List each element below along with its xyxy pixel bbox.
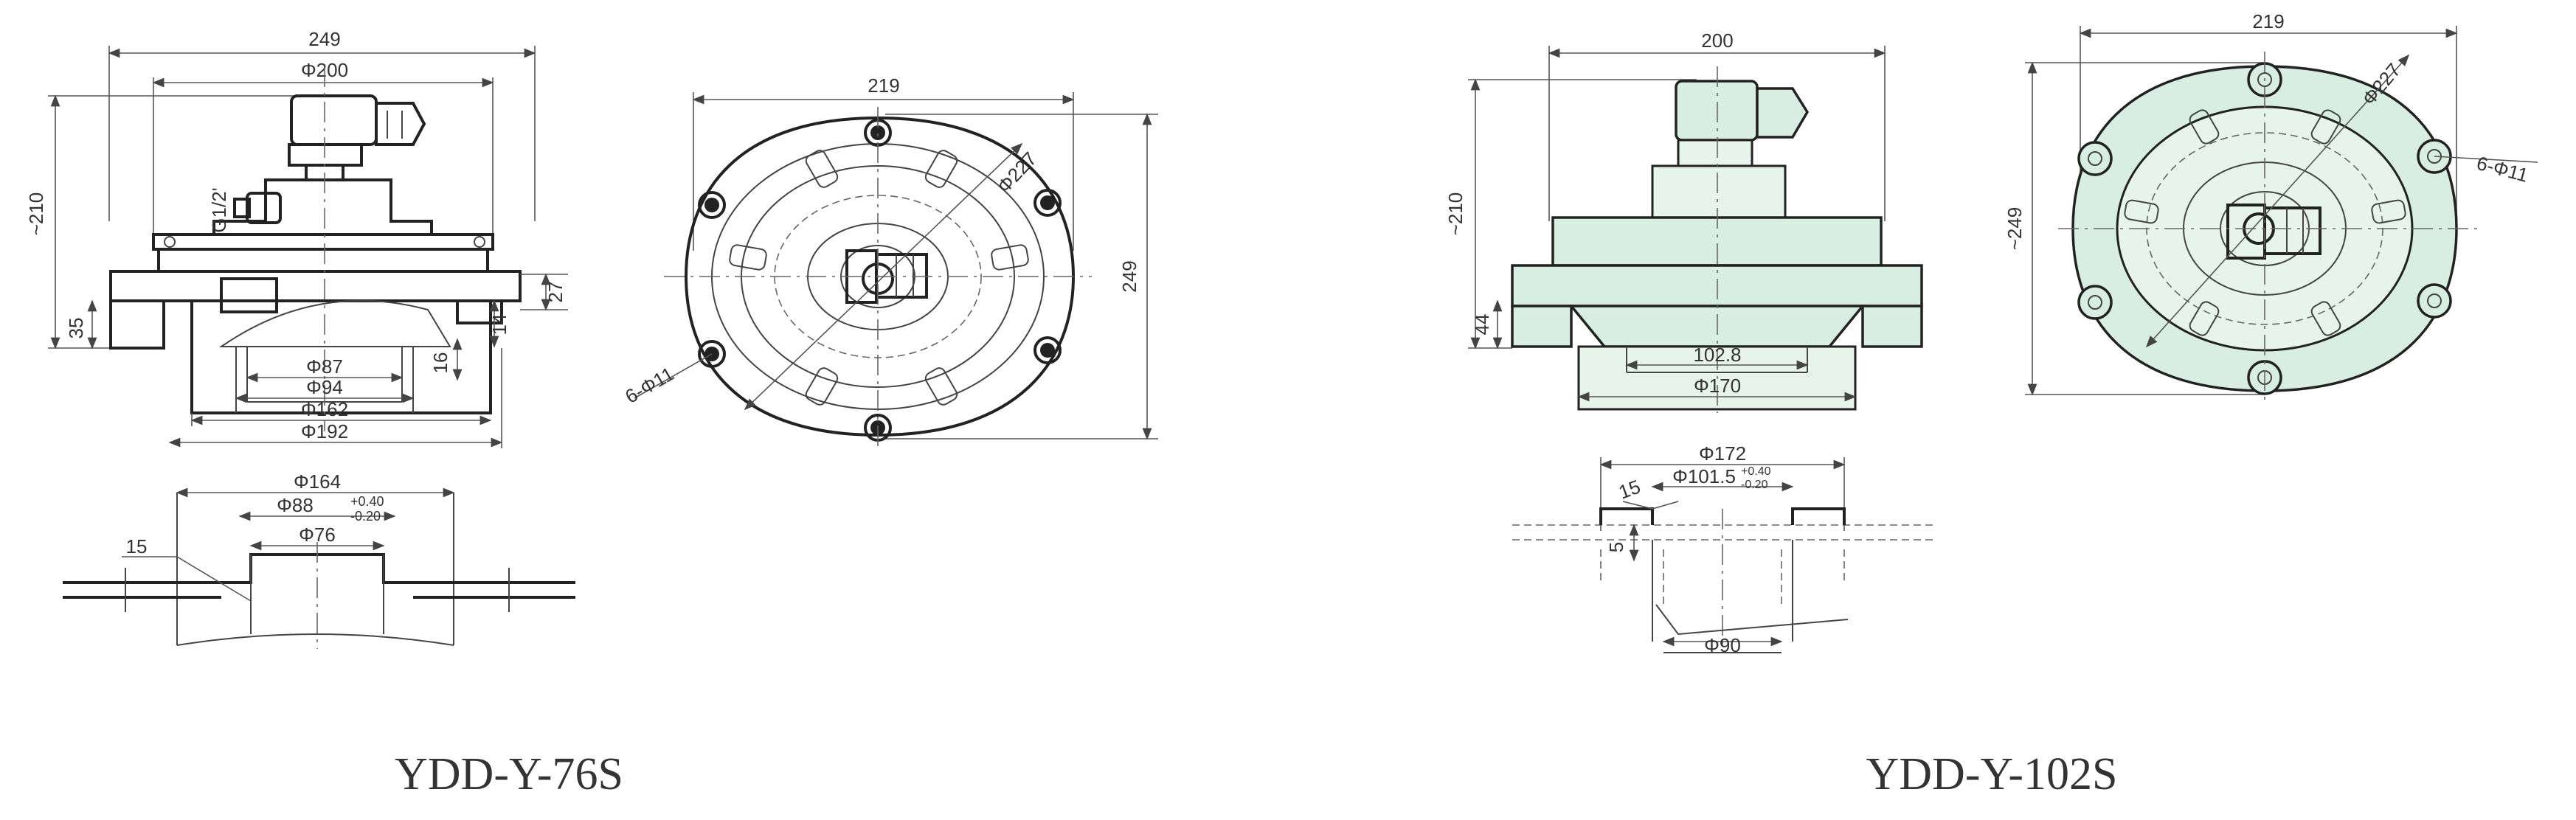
- dim-210: ~210: [25, 192, 47, 236]
- dim-102-8: 102.8: [1693, 344, 1741, 366]
- dim-d164: Φ164: [294, 470, 341, 493]
- tol-lower: -0.20: [350, 509, 381, 524]
- dim-d101: Φ101.5: [1672, 465, 1736, 487]
- dim-27: 27: [544, 282, 567, 303]
- dim-219-right: 219: [2252, 10, 2284, 32]
- dim-weld-15: 15: [126, 535, 148, 557]
- dim-219: 219: [868, 74, 899, 97]
- right-cutout: Φ172 Φ101.5 +0.40 -0.20 Φ90 15 5: [1512, 442, 1933, 656]
- tol-upper: +0.40: [350, 494, 384, 509]
- dim-d87: Φ87: [306, 355, 343, 378]
- dim-d170: Φ170: [1694, 375, 1741, 397]
- dim-d172: Φ172: [1699, 442, 1746, 465]
- dim-d192: Φ192: [301, 420, 348, 442]
- dim-d94: Φ94: [306, 376, 343, 398]
- dim-44: 44: [1471, 314, 1493, 336]
- right-top-view: 219 ~249: [2004, 10, 2538, 406]
- dim-14: 14: [488, 314, 510, 336]
- dim-d88: Φ88: [277, 494, 314, 516]
- dim-249-top: 249: [1118, 260, 1140, 292]
- tol-upper-right: +0.40: [1741, 465, 1771, 478]
- dim-249: 249: [308, 28, 340, 50]
- dim-weld-15-right: 15: [1616, 476, 1643, 504]
- left-top-view: 219 249: [621, 74, 1158, 446]
- dim-200: 200: [1701, 29, 1733, 52]
- dim-holes: 6-Φ11: [621, 363, 677, 408]
- bolt-holes: [698, 119, 1062, 442]
- model-label-left: YDD-Y-76S: [395, 749, 623, 799]
- dim-16: 16: [429, 352, 451, 374]
- dim-35: 35: [65, 318, 87, 339]
- right-side-view: 200 ~210 44 102.8 Φ170: [1444, 29, 1923, 413]
- dim-5: 5: [1605, 542, 1627, 552]
- dim-210-right: ~210: [1444, 192, 1467, 236]
- dim-holes-right: 6-Φ11: [2474, 152, 2530, 187]
- left-side-view: 249 Φ200 ~210 35 G1/2': [25, 28, 568, 448]
- dim-249-right: ~249: [2004, 207, 2026, 251]
- model-label-right: YDD-Y-102S: [1866, 749, 2118, 799]
- dim-port-g12: G1/2': [208, 187, 230, 232]
- dim-d162: Φ162: [301, 398, 348, 420]
- left-cutout: Φ164 Φ88 +0.40 -0.20 Φ76 15: [63, 470, 575, 649]
- dim-d90: Φ90: [1704, 634, 1741, 656]
- tol-lower-right: -0.20: [1741, 479, 1768, 491]
